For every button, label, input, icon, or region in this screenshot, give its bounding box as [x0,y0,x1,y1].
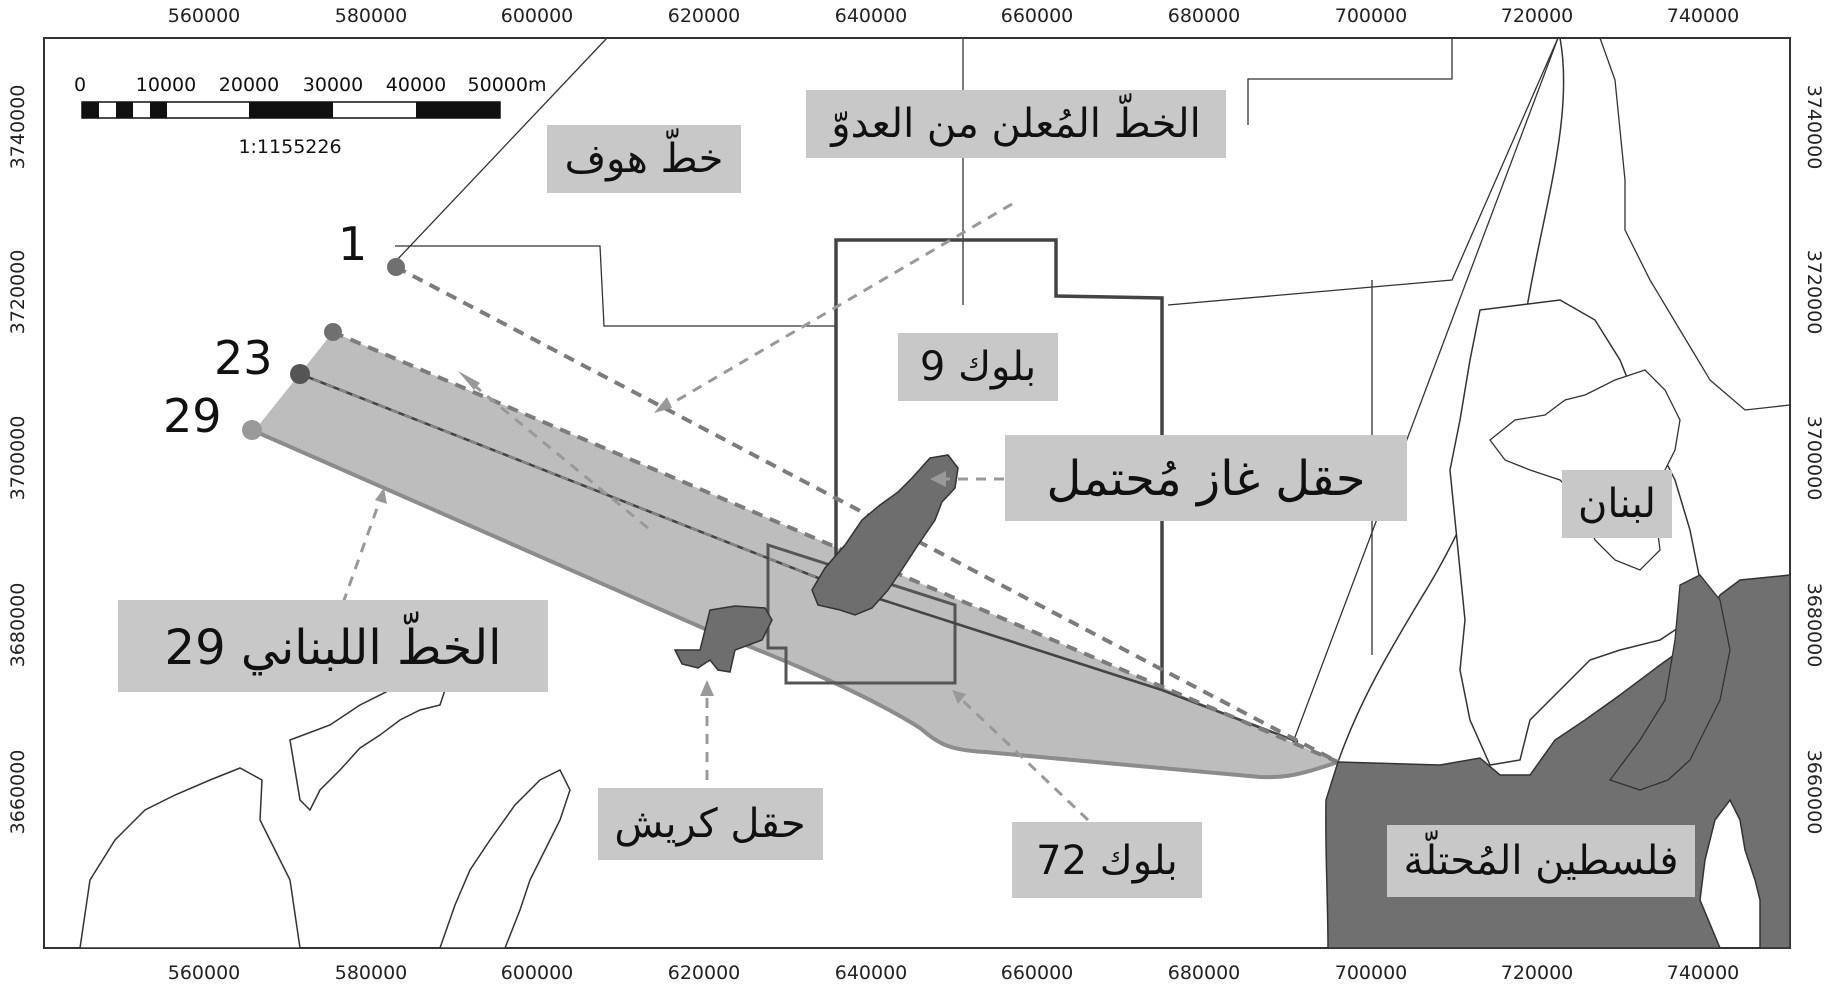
x-tick-top: 600000 [501,5,574,27]
x-tick-bottom: 600000 [501,962,574,984]
line-23-dashes [299,373,837,586]
x-tick-bottom: 660000 [1001,962,1074,984]
scale-tick: 0 [74,74,86,96]
x-tick-bottom: 720000 [1501,962,1574,984]
y-tick-left: 3680000 [7,583,29,668]
label-karish: حقل كريش [598,788,823,860]
x-tick-top: 720000 [1501,5,1574,27]
x-tick-bottom: 640000 [835,962,908,984]
label-block72: بلوك 72 [1012,822,1202,898]
point-29-label: 29 [163,389,222,443]
y-tick-left: 3660000 [7,750,29,835]
x-tick-bottom: 740000 [1667,962,1740,984]
label-gas-field-text: حقل غاز مُحتمل [1046,451,1365,507]
endpoints [242,258,405,440]
karish-gas-field [673,605,773,673]
label-palestine-text: فلسطين المُحتلّة [1403,830,1678,884]
x-tick-top: 640000 [835,5,908,27]
point-29-marker [242,420,262,440]
label-lebanese-line-text: الخطّ اللبناني 29 [165,611,502,676]
x-tick-top: 560000 [168,5,241,27]
label-enemy-line: الخطّ المُعلن من العدوّ [806,90,1226,158]
label-gas-field: حقل غاز مُحتمل [1005,435,1407,521]
y-tick-right: 3700000 [1803,416,1825,501]
scale-tick: 20000 [219,74,279,96]
scale-tick: 30000 [303,74,363,96]
label-block9: بلوك 9 [898,333,1058,401]
scale-bar: 0 10000 20000 30000 40000 50000m 1:11552… [74,74,547,158]
x-tick-bottom: 620000 [668,962,741,984]
arrowheads [375,371,966,704]
point-1-label: 1 [338,217,367,271]
label-enemy-line-text: الخطّ المُعلن من العدوّ [829,93,1200,147]
label-hof-line: خطّ هوف [547,125,741,193]
point-2-marker [324,323,342,341]
scale-tick: 10000 [136,74,196,96]
x-tick-bottom: 560000 [168,962,241,984]
occupied-palestine-upper [1608,574,1731,791]
x-tick-bottom: 680000 [1168,962,1241,984]
y-axis-right: 3740000 3720000 3700000 3680000 3660000 [1803,85,1825,835]
potential-gas-field [811,454,959,616]
y-tick-right: 3720000 [1803,250,1825,335]
scale-ratio: 1:1155226 [238,136,341,158]
x-tick-top: 580000 [335,5,408,27]
y-tick-left: 3700000 [7,416,29,501]
y-axis-left: 3740000 3720000 3700000 3680000 3660000 [7,85,29,835]
eastern-ridge [1599,37,1791,411]
y-tick-left: 3720000 [7,250,29,335]
label-block72-text: بلوك 72 [1036,838,1178,884]
point-23-label: 23 [214,331,273,385]
pointer-arrows [341,202,1090,822]
line-29-boundary [251,428,1339,780]
x-tick-top: 740000 [1667,5,1740,27]
block-9-outline [834,238,1164,690]
label-karish-text: حقل كريش [614,801,805,847]
y-tick-right: 3740000 [1803,85,1825,170]
x-axis-top: 560000 580000 600000 620000 640000 66000… [168,5,1740,27]
x-axis-bottom: 560000 580000 600000 620000 640000 66000… [168,962,1740,984]
enemy-declared-line [395,265,1339,764]
block-72-outline [766,542,957,685]
point-23-marker [290,364,310,384]
y-tick-right: 3660000 [1803,750,1825,835]
label-palestine: فلسطين المُحتلّة [1387,825,1695,897]
point-1-marker [387,258,405,276]
x-tick-top: 680000 [1168,5,1241,27]
scale-tick: 50000m [468,74,547,96]
scale-tick: 40000 [386,74,446,96]
label-lebanese-line: الخطّ اللبناني 29 [118,600,548,692]
x-tick-top: 700000 [1335,5,1408,27]
x-tick-top: 660000 [1001,5,1074,27]
y-tick-left: 3740000 [7,85,29,170]
label-lebanon-text: لبنان [1578,481,1656,527]
x-tick-bottom: 580000 [335,962,408,984]
label-lebanon: لبنان [1562,470,1672,538]
label-block9-text: بلوك 9 [920,344,1036,390]
x-tick-top: 620000 [668,5,741,27]
y-tick-right: 3680000 [1803,583,1825,668]
coast-outlines-southwest [79,679,571,949]
label-hof-line-text: خطّ هوف [565,128,724,182]
x-tick-bottom: 700000 [1335,962,1408,984]
